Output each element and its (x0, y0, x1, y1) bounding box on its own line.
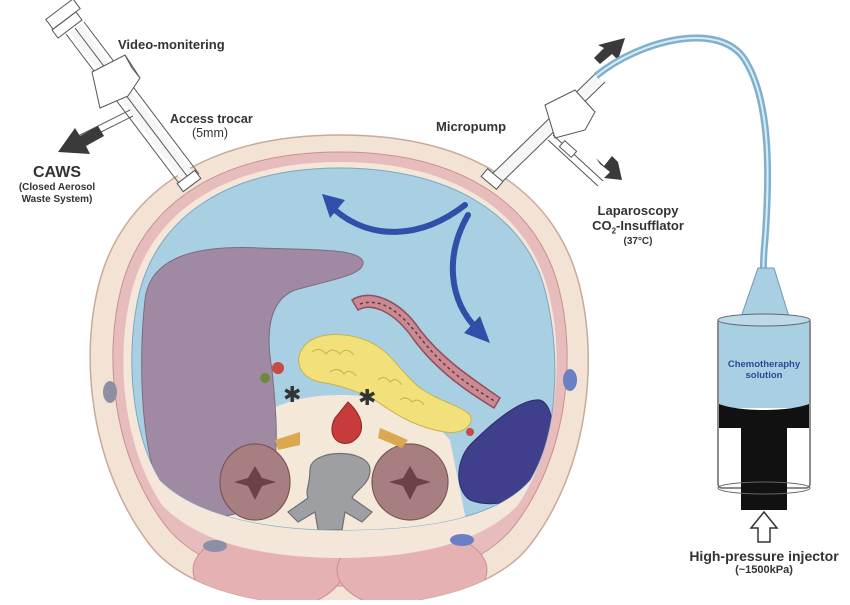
caws-label: CAWS (Closed Aerosol Waste System) (2, 164, 112, 205)
peritoneal-space-asterisk-icon: ✱ (358, 386, 376, 411)
caws-title: CAWS (33, 164, 81, 181)
wall-node (103, 381, 117, 403)
insufflator-temperature: (37°C) (623, 235, 653, 247)
chemo-line2: solution (745, 369, 783, 381)
insufflator-label: Laparoscopy CO2-Insufflator (37°C) (578, 203, 698, 247)
access-trocar-size: (5mm) (191, 126, 229, 141)
bile-duct (260, 373, 270, 383)
insufflator-subscript: 2 (611, 226, 617, 236)
micropump-label: Micropump (436, 119, 507, 134)
chemo-supply-tube (593, 34, 772, 301)
chemo-line1: Chemotheraphy (727, 359, 801, 370)
laparoscopy-title: Laparoscopy (597, 203, 679, 218)
micropump-valve-body (544, 89, 596, 139)
wall-node (563, 369, 577, 391)
splenic-vessel (466, 428, 474, 436)
right-crus (378, 428, 408, 448)
micropump-trocar[interactable] (480, 38, 625, 190)
injector-nozzle (739, 267, 791, 321)
left-crus (275, 432, 300, 450)
abdominal-cross-section: ✱ ✱ (89, 134, 590, 605)
inflow-arrow-icon (596, 156, 622, 180)
right-renal-pelvis (234, 466, 276, 500)
insufflator-title: CO2-Insufflator (578, 217, 698, 236)
portal-vessel (272, 362, 284, 374)
video-monitoring-label: Video-monitering (118, 37, 225, 52)
chemotherapy-solution (719, 320, 809, 408)
pancreas (298, 334, 472, 434)
peritoneal-space-asterisk-icon: ✱ (283, 383, 301, 408)
insufflator-suffix: -Insufflator (616, 217, 684, 233)
vertebra (287, 453, 373, 530)
aerosol-flow-arrow-left (332, 202, 468, 235)
chemotherapy-solution-label: Chemotheraphy solution (719, 359, 809, 382)
plunger-rod (741, 426, 787, 510)
aorta (331, 401, 362, 444)
injector-up-arrow-icon (749, 510, 779, 543)
caws-desc-line1: (Closed Aerosol (18, 182, 96, 194)
caws-arrow-icon (58, 126, 104, 154)
high-pressure-injector[interactable] (717, 267, 811, 543)
wall-node (203, 540, 227, 552)
insufflator-co: CO (592, 217, 612, 233)
wall-node (450, 534, 474, 546)
aerosol-flow-arrow-down (449, 212, 481, 333)
trocar-valve-body (91, 54, 141, 109)
caws-desc-line2: Waste System) (21, 193, 93, 205)
injector-pressure: (~1500kPa) (735, 564, 793, 577)
access-trocar-label: Access trocar (5mm) (170, 112, 253, 141)
plunger-head (719, 404, 809, 428)
access-trocar[interactable] (45, 0, 202, 193)
access-trocar-title: Access trocar (170, 112, 253, 126)
injector-title: High-pressure injector (689, 548, 839, 564)
left-renal-pelvis (389, 466, 431, 500)
injector-label: High-pressure injector (~1500kPa) (674, 548, 850, 577)
